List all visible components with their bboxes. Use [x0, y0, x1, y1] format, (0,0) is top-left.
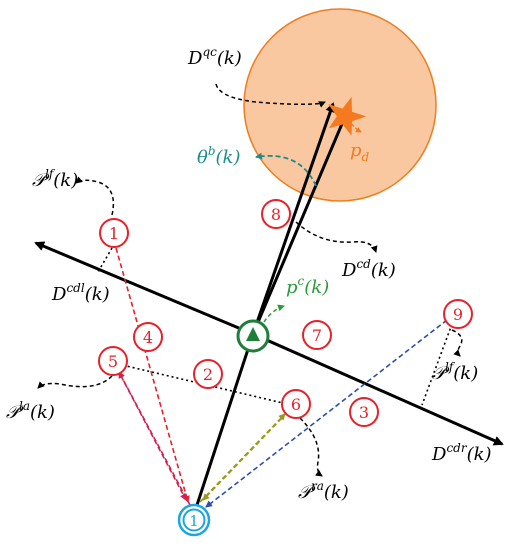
region-3: 3 — [349, 397, 379, 427]
main-axis-right — [252, 332, 504, 446]
label-p-c: pc(k) — [286, 274, 329, 298]
region-9-label: 9 — [453, 305, 463, 324]
region-5-label: 5 — [108, 352, 118, 371]
region-2-label: 2 — [203, 365, 213, 384]
callout-pla — [37, 375, 113, 389]
heading-line-a — [251, 102, 336, 335]
region-1-label: 1 — [109, 224, 119, 243]
olive-dashed-6-to-base — [202, 417, 283, 501]
base-marker-label: 1 — [189, 512, 199, 530]
region-6: 6 — [281, 389, 311, 419]
region-3-label: 3 — [359, 403, 369, 422]
crimson-dashed-base-to-5 — [118, 371, 191, 506]
center-marker — [236, 319, 270, 353]
region-5: 5 — [98, 346, 128, 376]
label-p-la: 𝒫la(k) — [6, 399, 55, 423]
heading-line-b — [251, 110, 349, 335]
callout-pra — [299, 417, 323, 477]
callout-plf-left — [75, 176, 115, 216]
region-8-label: 8 — [271, 205, 281, 224]
red-dashed-1-to-base — [115, 247, 190, 503]
heading-line-base — [195, 333, 255, 506]
label-d-cd: Dcd(k) — [341, 257, 396, 281]
pc-arrow — [263, 304, 285, 323]
label-d-cdr: Dcdr(k) — [431, 441, 492, 465]
theta-b-arc — [255, 152, 317, 187]
triangle-icon — [246, 327, 260, 341]
star-icon — [328, 96, 367, 136]
destination-disk — [243, 8, 437, 202]
base-marker: 1 — [177, 503, 211, 537]
pd-arrow — [348, 119, 362, 133]
crimson-dashed-5-to-base — [120, 375, 187, 501]
label-p-lf-right: 𝒫lf(k) — [432, 360, 478, 384]
region-7-label: 7 — [312, 326, 322, 345]
label-d-cdl: Dcdl(k) — [51, 281, 110, 305]
label-theta-b: θb(k) — [197, 144, 240, 168]
dotted-9-to-axis — [421, 323, 453, 406]
label-p-ra: 𝒫ra(k) — [298, 479, 349, 503]
region-2: 2 — [193, 359, 223, 389]
callout-dcd — [295, 221, 378, 253]
main-axis-left — [34, 241, 254, 336]
callout-plf-right — [451, 329, 463, 357]
region-9: 9 — [443, 299, 473, 329]
region-1: 1 — [99, 218, 129, 248]
region-8: 8 — [261, 199, 291, 229]
region-4: 4 — [133, 322, 163, 352]
callout-dqc — [215, 83, 326, 108]
region-4-label: 4 — [143, 328, 153, 347]
label-p-lf-left: 𝒫lf(k) — [32, 167, 78, 191]
label-p-d: pd — [350, 140, 370, 164]
blue-dashed-9-to-base — [205, 319, 448, 508]
region-7: 7 — [302, 320, 332, 350]
label-d-qc: Dqc(k) — [187, 45, 242, 69]
region-6-label: 6 — [291, 395, 301, 414]
